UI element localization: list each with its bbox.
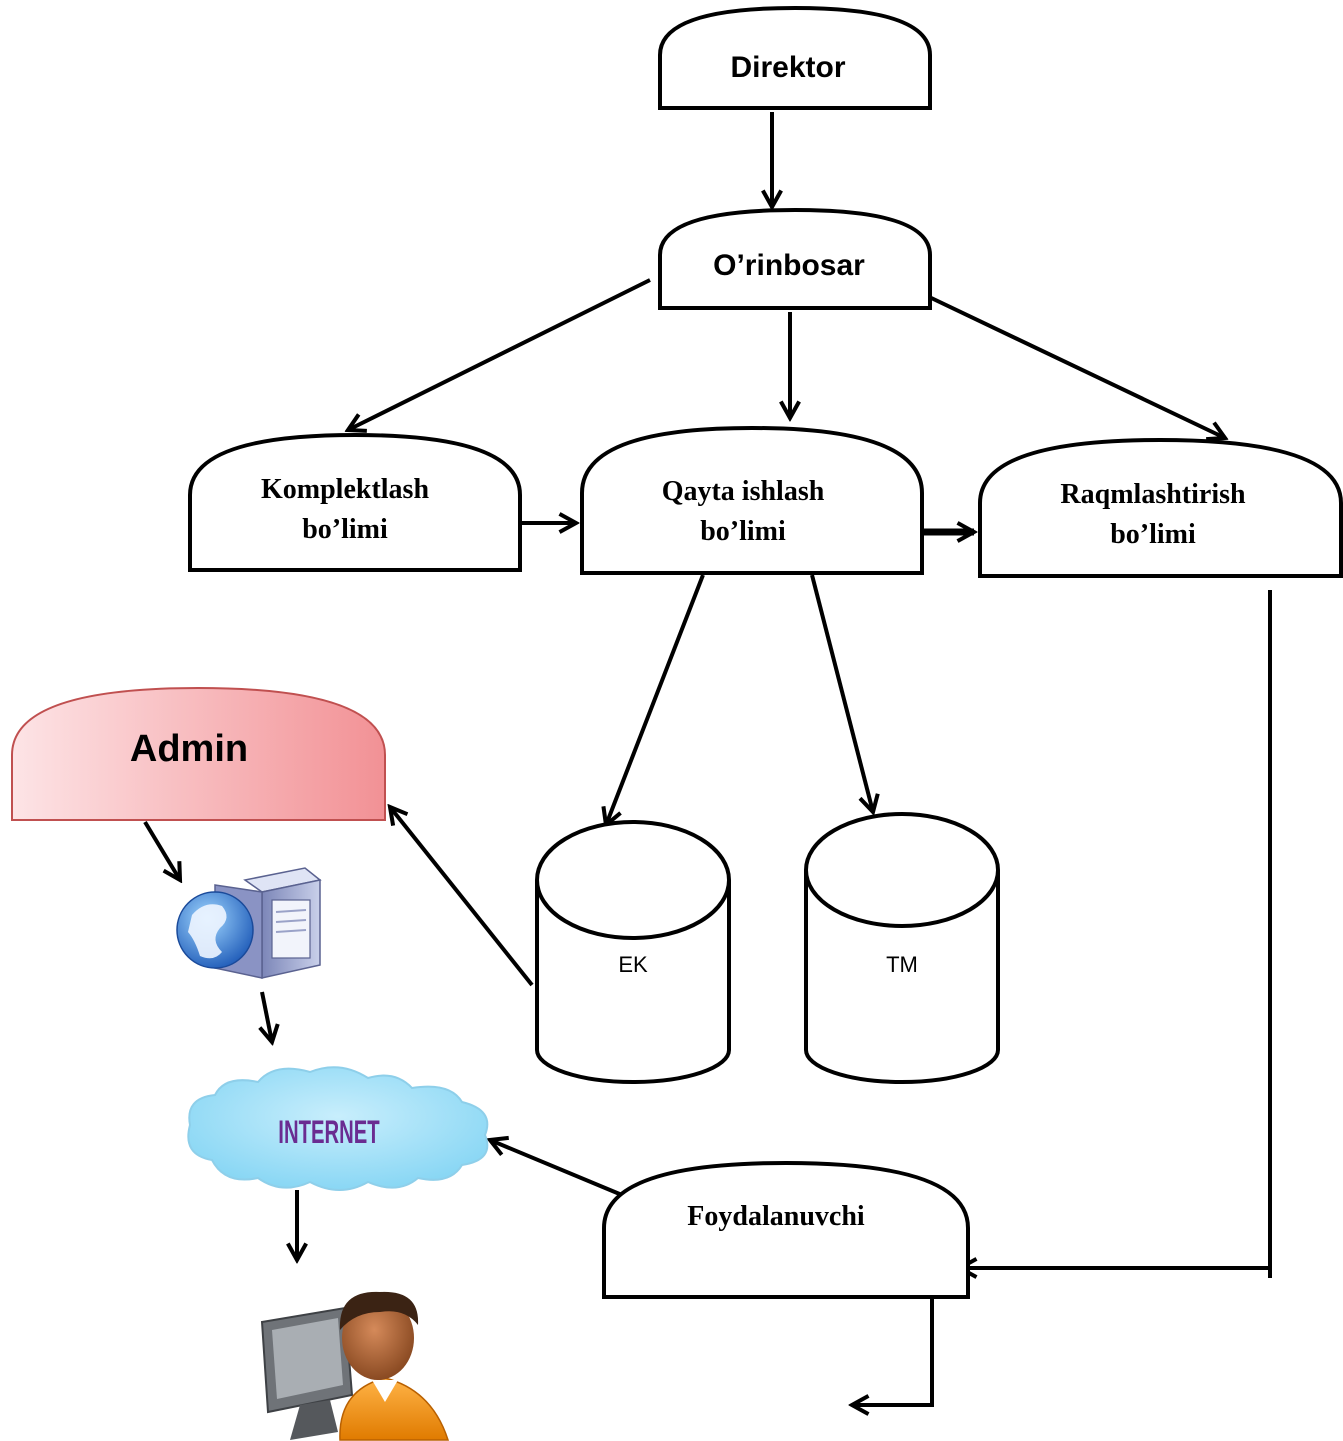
orinbosar-label: O’rinbosar	[713, 249, 865, 282]
komplektlash-label-line1: Komplektlash	[261, 474, 429, 505]
edge-foydalanuvchi-out	[852, 1290, 934, 1405]
foydalanuvchi-label: Foydalanuvchi	[687, 1201, 865, 1232]
direktor-label: Direktor	[730, 51, 845, 84]
user-at-computer-icon	[260, 1291, 450, 1441]
raqamlashtirish-node: Raqmlashtirish bo’limi	[978, 437, 1343, 578]
edge-server-internet	[262, 991, 272, 1042]
ek-label: EK	[618, 952, 648, 977]
edge-raqamlashtirish-foydalanuvchi	[960, 590, 1272, 1268]
database-tm: TM	[804, 812, 1000, 1084]
raqamlashtirish-label-line2: bo’limi	[1110, 519, 1196, 550]
database-ek: EK	[535, 820, 731, 1084]
edge-ek-admin	[390, 807, 534, 987]
web-server-icon	[176, 867, 322, 979]
internet-cloud-icon: INTERNET	[187, 1066, 489, 1191]
connectors	[143, 112, 1272, 1405]
admin-label: Admin	[130, 728, 248, 770]
edge-orinbosar-komplektlash	[348, 278, 651, 430]
qayta-ishlash-label-line2: bo’limi	[700, 516, 786, 547]
tm-label: TM	[886, 952, 918, 977]
admin-node: Admin	[11, 686, 386, 821]
edge-foydalanuvchi-internet	[490, 1140, 623, 1197]
qayta-ishlash-label-line1: Qayta ishlash	[662, 476, 825, 507]
edge-qayta-ishlash-ek	[606, 574, 705, 825]
edge-orinbosar-raqamlashtirish	[924, 293, 1225, 438]
raqamlashtirish-label-line1: Raqmlashtirish	[1060, 479, 1246, 510]
komplektlash-label-line2: bo’limi	[302, 514, 388, 545]
internet-label: INTERNET	[278, 1113, 380, 1150]
direktor-node: Direktor	[658, 5, 932, 110]
orinbosar-node: O’rinbosar	[658, 207, 932, 310]
edge-admin-server	[143, 820, 180, 880]
komplektlash-node: Komplektlash bo’limi	[188, 432, 522, 572]
foydalanuvchi-node: Foydalanuvchi	[602, 1160, 970, 1299]
qayta-ishlash-node: Qayta ishlash bo’limi	[580, 425, 924, 575]
edge-qayta-ishlash-tm	[810, 574, 873, 812]
